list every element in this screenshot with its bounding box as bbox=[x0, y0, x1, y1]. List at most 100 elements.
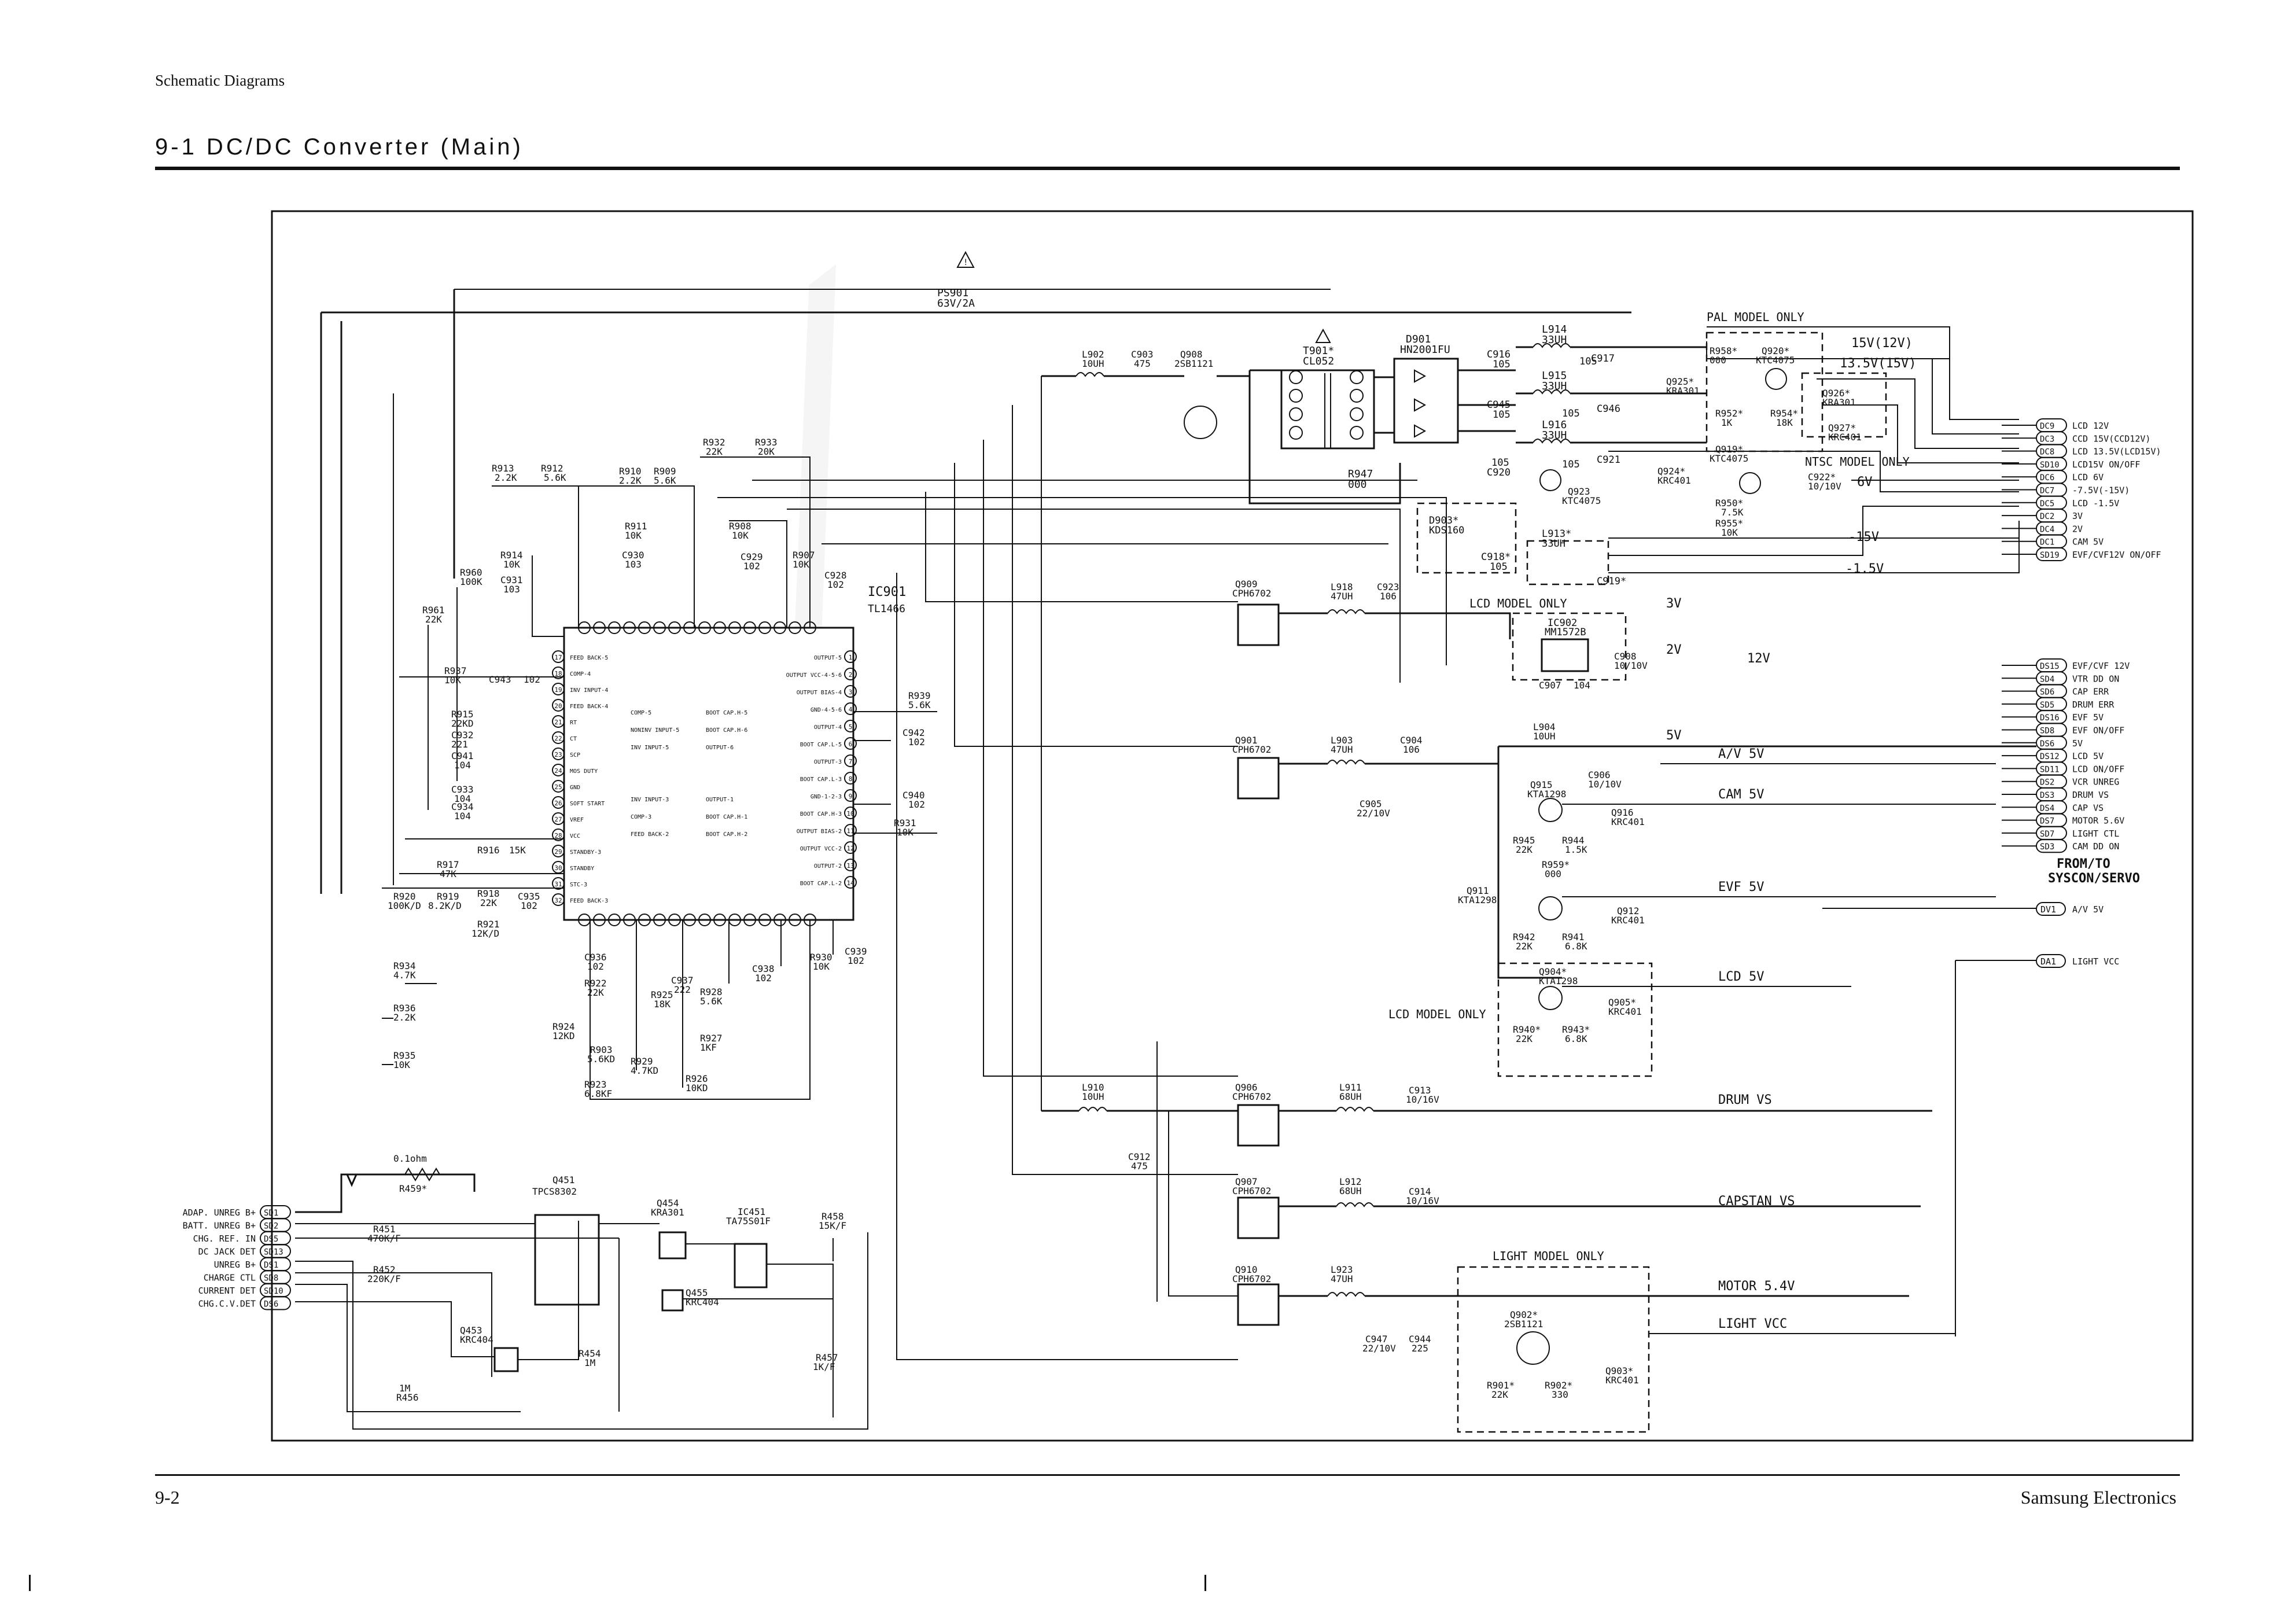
svg-text:C916: C916 bbox=[1487, 349, 1511, 360]
svg-text:R912: R912 bbox=[541, 463, 563, 474]
pin-function: SCP bbox=[570, 752, 580, 758]
pin-function: CT bbox=[570, 736, 577, 742]
rail-evf5: EVF 5V bbox=[1718, 880, 1764, 894]
svg-text:L903: L903 bbox=[1331, 735, 1353, 746]
pin-number: 29 bbox=[554, 848, 562, 856]
pin-number: 5 bbox=[849, 723, 853, 731]
connector-top-pin: DC5 LCD -1.5V bbox=[2002, 495, 2119, 510]
svg-text:10K: 10K bbox=[793, 559, 809, 570]
svg-text:R913: R913 bbox=[492, 463, 514, 474]
svg-text:R910: R910 bbox=[619, 466, 642, 477]
svg-text:106: 106 bbox=[1403, 744, 1420, 755]
svg-text:2.2K: 2.2K bbox=[393, 1012, 416, 1023]
pin-id: SD1 bbox=[264, 1209, 278, 1218]
page-number: 9-2 bbox=[155, 1487, 180, 1508]
svg-text:100K/D: 100K/D bbox=[388, 900, 421, 911]
svg-text:C913: C913 bbox=[1409, 1085, 1431, 1096]
pin-number: 27 bbox=[554, 816, 562, 823]
pin-number: 6 bbox=[849, 741, 853, 748]
svg-text:A/V 5V: A/V 5V bbox=[2072, 904, 2104, 915]
pin-id: SD8 bbox=[2040, 727, 2054, 736]
svg-text:Q916: Q916 bbox=[1611, 807, 1634, 818]
svg-text:Q926*: Q926* bbox=[1822, 388, 1850, 399]
pin-id: DS3 bbox=[2040, 791, 2054, 800]
svg-text:22K: 22K bbox=[480, 897, 497, 908]
svg-text:225: 225 bbox=[1412, 1343, 1428, 1354]
pin-id: DC5 bbox=[2040, 499, 2054, 509]
svg-text:R907: R907 bbox=[793, 550, 815, 561]
svg-text:D901: D901 bbox=[1406, 333, 1431, 345]
pin-label: EVF/CVF12V ON/OFF bbox=[2072, 550, 2161, 560]
pin-label: CURRENT DET bbox=[198, 1286, 256, 1296]
pin-function: STANDBY bbox=[570, 866, 594, 872]
pin-label: LCD -1.5V bbox=[2072, 498, 2119, 509]
svg-text:C944: C944 bbox=[1409, 1334, 1431, 1345]
pin-label: 2V bbox=[2072, 524, 2083, 534]
pin-number: 26 bbox=[554, 800, 562, 807]
svg-text:C903: C903 bbox=[1131, 349, 1154, 360]
svg-text:22KD: 22KD bbox=[451, 718, 474, 729]
svg-text:12KD: 12KD bbox=[552, 1030, 575, 1041]
svg-text:4.7KD: 4.7KD bbox=[631, 1065, 658, 1076]
svg-text:R931: R931 bbox=[894, 817, 916, 828]
pin-label: CAM 5V bbox=[2072, 537, 2104, 547]
svg-text:15K/F: 15K/F bbox=[819, 1220, 846, 1231]
svg-text:R903: R903 bbox=[590, 1044, 613, 1055]
svg-text:LIGHT VCC: LIGHT VCC bbox=[2072, 956, 2119, 967]
svg-text:000: 000 bbox=[1710, 355, 1726, 366]
svg-text:C917: C917 bbox=[1591, 353, 1615, 364]
rail-lcd5: LCD 5V bbox=[1718, 970, 1764, 984]
pin-function: MOS DUTY bbox=[570, 768, 598, 775]
pin-function: INV INPUT-4 bbox=[570, 687, 608, 694]
pin-number: 20 bbox=[554, 702, 562, 710]
rail-2v: 2V bbox=[1666, 643, 1682, 657]
svg-text:C939: C939 bbox=[845, 946, 867, 957]
svg-text:CPH6702: CPH6702 bbox=[1232, 588, 1271, 599]
pin-number: 22 bbox=[554, 735, 562, 742]
svg-text:0.1ohm: 0.1ohm bbox=[393, 1153, 427, 1164]
pin-number: 13 bbox=[846, 862, 854, 870]
pin-function: OUTPUT-3 bbox=[814, 759, 842, 765]
svg-text:000: 000 bbox=[1545, 868, 1561, 879]
svg-text:KTC4075: KTC4075 bbox=[1756, 355, 1795, 366]
svg-text:TL1466: TL1466 bbox=[868, 603, 905, 615]
svg-text:220K/F: 220K/F bbox=[367, 1273, 401, 1284]
pin-label: CAP VS bbox=[2072, 802, 2104, 813]
pin-id: DS6 bbox=[2040, 739, 2054, 749]
svg-text:Q908: Q908 bbox=[1180, 349, 1203, 360]
svg-text:2SB1121: 2SB1121 bbox=[1504, 1319, 1543, 1330]
lcd-pal-dashbox bbox=[1416, 502, 1517, 574]
svg-text:Q451: Q451 bbox=[552, 1174, 575, 1185]
pin-function: GND-4-5-6 bbox=[811, 707, 842, 713]
ic901-inner-label: OUTPUT-1 bbox=[706, 797, 734, 803]
svg-text:R954*: R954* bbox=[1770, 408, 1798, 419]
svg-text:Q927*: Q927* bbox=[1828, 422, 1856, 433]
svg-text:R914: R914 bbox=[500, 550, 523, 561]
pin-label: CAP ERR bbox=[2072, 687, 2109, 697]
svg-text:C943: C943 bbox=[489, 674, 511, 685]
page-tick-center bbox=[1204, 1575, 1206, 1591]
svg-text:C919*: C919* bbox=[1597, 576, 1626, 587]
svg-text:C930: C930 bbox=[622, 550, 644, 561]
svg-text:10/10V: 10/10V bbox=[1808, 481, 1841, 492]
light-tag: LIGHT MODEL ONLY bbox=[1493, 1249, 1604, 1263]
svg-text:105: 105 bbox=[1562, 408, 1580, 419]
pin-number: 4 bbox=[849, 706, 853, 713]
svg-text:10K: 10K bbox=[444, 675, 461, 686]
pin-number: 8 bbox=[849, 775, 853, 783]
pin-function: RT bbox=[570, 720, 577, 726]
diagram-frame bbox=[271, 210, 2194, 1442]
